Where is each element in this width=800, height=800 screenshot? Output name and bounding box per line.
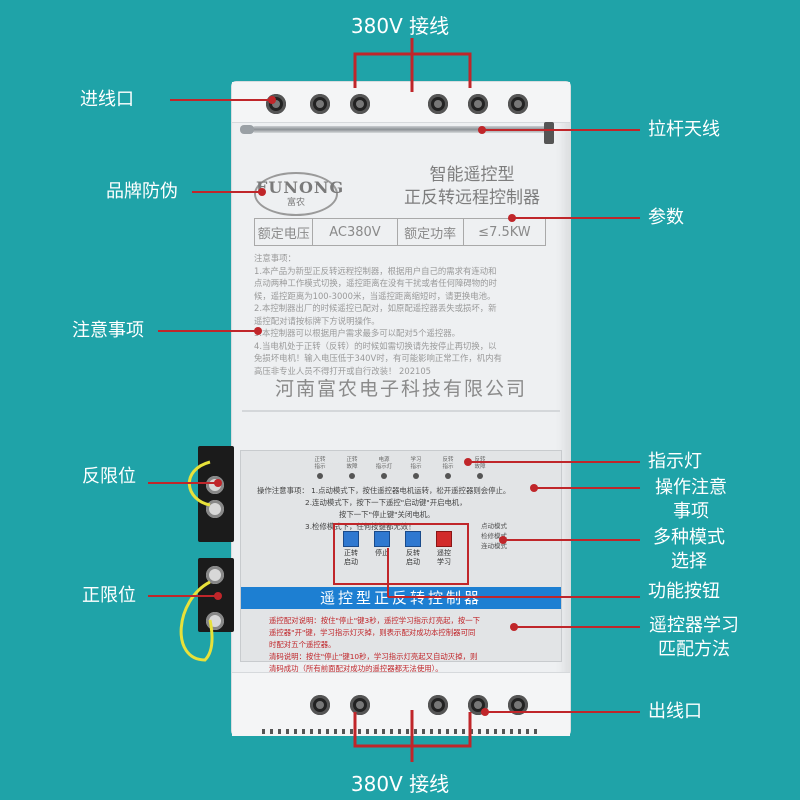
- pair-note-line: 清码说明：按住"停止"键10秒，学习指示灯亮起又自动灭掉，则: [269, 652, 478, 661]
- antenna-base: [544, 122, 554, 144]
- notice-line: 点动两种工作模式切换，遥控距离在没有干扰或者任何障碍物的时: [254, 278, 497, 288]
- limit-screw: [206, 500, 224, 518]
- product-title: 智能遥控型 正反转远程控制器: [382, 164, 562, 210]
- callout-op-notes: 操作注意 事项: [655, 477, 727, 522]
- function-buttons-frame: [333, 523, 469, 585]
- notice-line: 候，遥控距离为100-3000米，当遥控距离缩短时，请更换电池。: [254, 290, 496, 301]
- callout-reverse-limit: 反限位: [82, 466, 136, 487]
- indicator-lights: 正转指示 正转故障 电源指示灯 学习指示 反转指示 反转故障: [309, 457, 491, 479]
- callout-brand: 品牌防伪: [106, 181, 178, 202]
- callout-function-buttons: 功能按钮: [648, 581, 720, 602]
- callout-outlet: 出线口: [648, 701, 702, 722]
- terminal-hole: [310, 695, 330, 715]
- led-forward-indicator: 正转指示: [309, 457, 331, 479]
- params-table: 额定电压 AC380V 额定功率 ≤7.5KW: [254, 218, 546, 246]
- top-wiring-label: 380V 接线: [350, 14, 450, 38]
- limit-screw: [206, 566, 224, 584]
- led-reverse-indicator: 反转指示: [437, 457, 459, 479]
- notice-line: 4.当电机处于正转（反转）的时候如需切换请先按停止再切换，以: [254, 340, 497, 351]
- power-value: ≤7.5KW: [478, 224, 531, 240]
- power-label: 额定功率: [398, 219, 464, 245]
- top-terminal-strip: [232, 82, 570, 123]
- company-name: 河南富农电子科技有限公司: [274, 378, 527, 400]
- terminal-hole: [428, 94, 448, 114]
- control-panel: 正转指示 正转故障 电源指示灯 学习指示 反转指示 反转故障 操作注意事项： 1…: [240, 450, 562, 673]
- callout-indicator: 指示灯: [648, 451, 702, 472]
- pair-note-line: 时配对五个遥控器。: [269, 640, 336, 649]
- pair-note-line: 遥控器"开"键，学习指示灯灭掉，则表示配对成功本控制器可同: [269, 628, 476, 637]
- antenna-tip: [240, 125, 254, 134]
- callout-notice: 注意事项: [72, 320, 144, 341]
- pair-note-line: 清码成功（所有前面配对成功的遥控器都无法使用）。: [269, 664, 443, 673]
- led-reverse-fault: 反转故障: [469, 457, 491, 479]
- notice-line: 3.本控制器可以根据用户需求最多可以配对5个遥控器。: [254, 328, 460, 338]
- pairing-instructions: 遥控配对说明：按住"停止"键3秒，遥控学习指示灯亮起，按一下 遥控器"开"键，学…: [269, 615, 559, 675]
- op-note-line: 按下一下"停止键"关闭电机。: [339, 510, 435, 519]
- product-title-line-2: 正反转远程控制器: [404, 188, 540, 208]
- pair-note-line: 遥控配对说明：按住"停止"键3秒，遥控学习指示灯亮起，按一下: [269, 616, 481, 625]
- bottom-terminal-strip: [232, 672, 570, 736]
- stop-button[interactable]: 停止: [370, 531, 394, 558]
- voltage-label: 额定电压: [255, 219, 314, 245]
- brand-name: FUNONG: [256, 178, 345, 197]
- callout-antenna: 拉杆天线: [648, 119, 720, 140]
- terminal-hole: [350, 695, 370, 715]
- callout-forward-limit: 正限位: [82, 585, 136, 606]
- callout-modes: 多种模式 选择: [653, 527, 725, 572]
- callout-params: 参数: [648, 207, 684, 228]
- mode-option: 检修模式: [481, 532, 507, 540]
- notice-line: 注意事项：: [254, 253, 296, 263]
- product-title-line-1: 智能遥控型: [429, 165, 515, 185]
- notice-line: 遥控配对请按标牌下方说明操作。: [254, 315, 380, 326]
- forward-start-button[interactable]: 正转启动: [339, 531, 363, 567]
- led-forward-fault: 正转故障: [341, 457, 363, 479]
- terminal-hole: [508, 695, 528, 715]
- terminal-hole: [468, 94, 488, 114]
- mode-selector[interactable]: 点动模式 检修模式 连动模式: [481, 521, 507, 551]
- callout-learning: 遥控器学习 匹配方法: [649, 615, 739, 660]
- terminal-hole: [350, 94, 370, 114]
- remote-learn-button[interactable]: 遥控学习: [432, 531, 456, 567]
- led-power: 电源指示灯: [373, 457, 395, 479]
- bottom-wiring-label: 380V 接线: [350, 772, 450, 796]
- op-note-line: 2.连动模式下，按下一下遥控"启动键"开启电机，: [305, 498, 467, 507]
- op-note-line: 操作注意事项： 1.点动模式下，按住遥控器电机运转，松开遥控器则会停止。: [257, 486, 511, 495]
- notice-text: 注意事项： 1.本产品为新型正反转远程控制器，根据用户自己的需求有连动和 点动两…: [254, 252, 554, 377]
- mode-option: 连动模式: [481, 542, 507, 550]
- op-note-line: 3.检修模式下，任何按键都无效！: [305, 522, 416, 531]
- brand-sub: 富农: [286, 198, 305, 208]
- vent-slots: [262, 729, 542, 734]
- reverse-limit-terminal: [198, 446, 234, 542]
- callout-inlet: 进线口: [80, 89, 134, 110]
- notice-line: 高压非专业人员不得打开或自行改装！ 202105: [254, 365, 432, 376]
- operation-notes: 操作注意事项： 1.点动模式下，按住遥控器电机运转，松开遥控器则会停止。 2.连…: [257, 485, 557, 533]
- mode-option: 点动模式: [481, 522, 507, 530]
- led-learning: 学习指示: [405, 457, 427, 479]
- terminal-hole: [428, 695, 448, 715]
- terminal-hole: [310, 94, 330, 114]
- antenna-rod[interactable]: [252, 126, 552, 133]
- notice-line: 免损坏电机！输入电压低于340V时，有可能影响正常工作，机内有: [254, 353, 502, 363]
- notice-line: 2.本控制器出厂的时候遥控已配对，如原配遥控器丢失或损坏，新: [254, 303, 497, 313]
- terminal-hole: [508, 94, 528, 114]
- notice-line: 1.本产品为新型正反转远程控制器，根据用户自己的需求有连动和: [254, 265, 497, 276]
- brand-logo: FUNONG 富农: [254, 172, 345, 216]
- reverse-start-button[interactable]: 反转启动: [401, 531, 425, 567]
- divider: [242, 410, 560, 412]
- voltage-value: AC380V: [313, 219, 398, 245]
